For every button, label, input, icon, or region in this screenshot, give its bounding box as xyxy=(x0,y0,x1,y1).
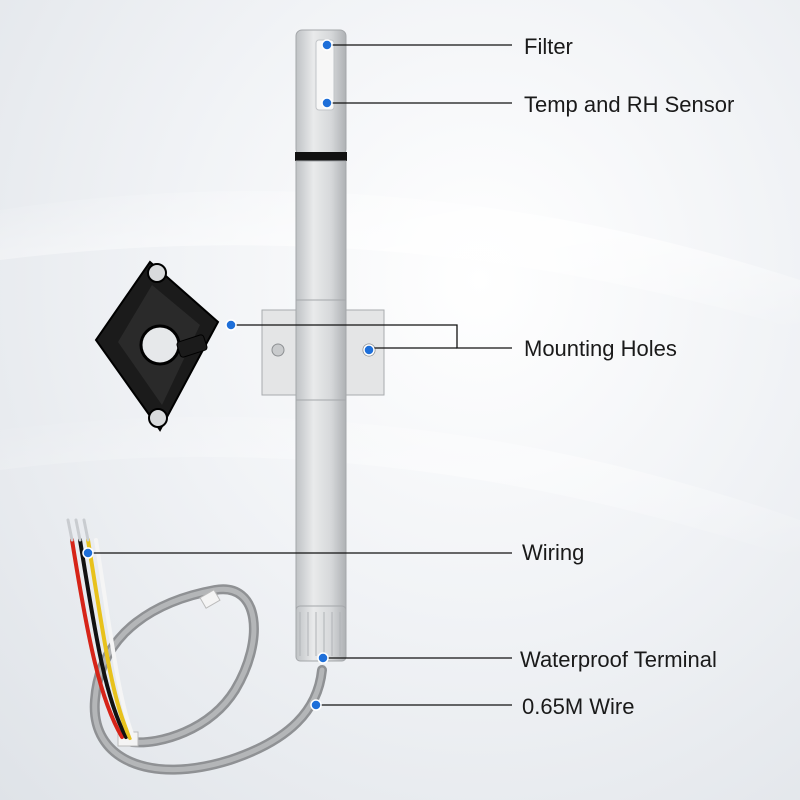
dot-wiring xyxy=(82,547,94,559)
mounting-holes-label: Mounting Holes xyxy=(524,336,677,361)
dot-terminal xyxy=(317,652,329,664)
dot-mount-base xyxy=(225,319,237,331)
dot-wire xyxy=(310,699,322,711)
wire-length-label: 0.65M Wire xyxy=(522,694,635,719)
temp-rh-sensor-label: Temp and RH Sensor xyxy=(524,92,735,117)
cable xyxy=(89,584,327,775)
background-sheen xyxy=(0,191,800,560)
wiring-label: Wiring xyxy=(522,540,585,565)
waterproof-terminal-label: Waterproof Terminal xyxy=(520,647,717,672)
wiring-leads xyxy=(66,518,136,741)
dot-filter xyxy=(321,39,333,51)
filter-label: Filter xyxy=(524,34,573,59)
callout-dots xyxy=(82,39,375,711)
mounting-base xyxy=(94,260,220,432)
leader-lines xyxy=(88,44,512,706)
dot-temp-rh xyxy=(321,97,333,109)
mounting-bracket xyxy=(261,299,385,401)
cable-tie xyxy=(199,589,221,609)
leader-mounting-upper xyxy=(231,324,512,349)
dot-mount-bracket xyxy=(363,344,375,356)
